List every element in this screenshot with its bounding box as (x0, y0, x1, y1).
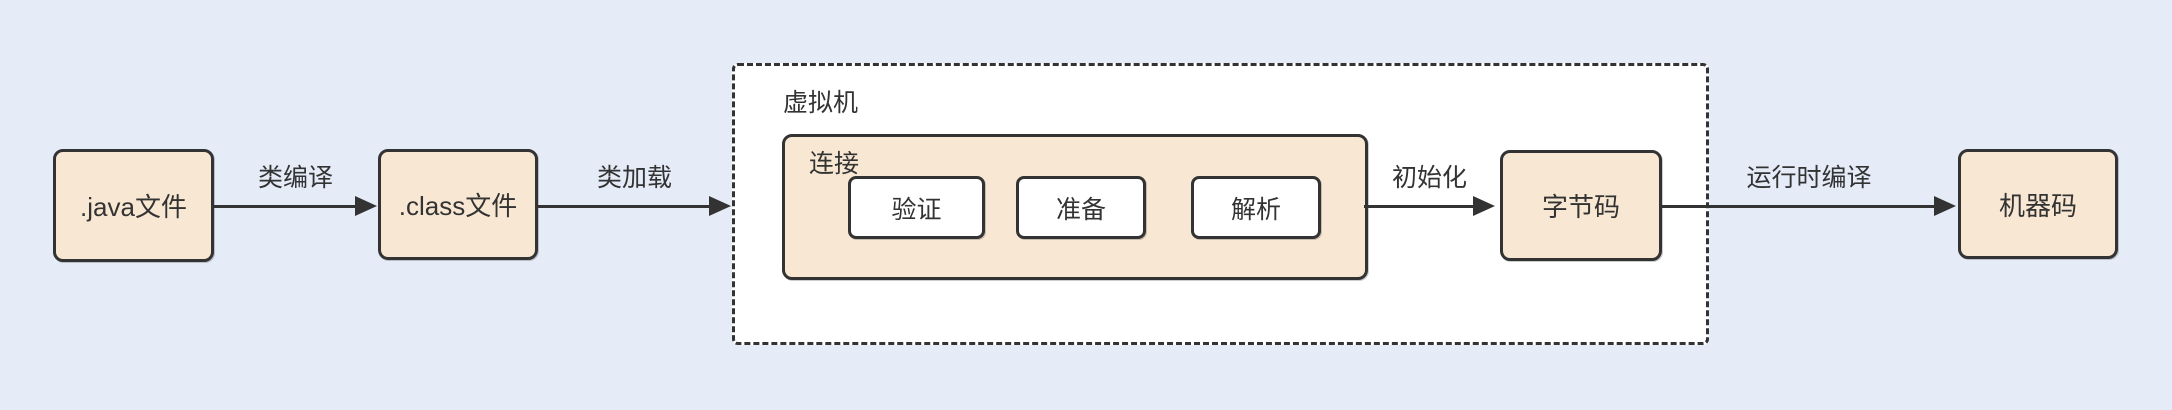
step-resolve-label: 解析 (1230, 195, 1281, 224)
arrow-line (1364, 204, 1477, 208)
arrowhead-icon (355, 196, 377, 216)
arrow-class-compile-label: 类编译 (257, 164, 334, 192)
arrowhead-icon (1934, 196, 1956, 216)
arrow-class-load-label: 类加载 (596, 164, 673, 192)
step-verify: 验证 (848, 176, 985, 239)
step-verify-label: 验证 (891, 195, 942, 224)
node-bytecode: 字节码 (1500, 150, 1662, 261)
node-java-file: .java文件 (53, 149, 214, 262)
link-container: 连接 验证 准备 解析 (782, 134, 1368, 280)
step-prepare-label: 准备 (1055, 195, 1106, 224)
arrow-class-load: 类加载 (538, 164, 731, 216)
node-class-file: .class文件 (378, 149, 538, 260)
arrowhead-icon (1473, 196, 1495, 216)
arrow-initialize-label: 初始化 (1391, 164, 1468, 192)
arrow-line (1662, 204, 1938, 208)
node-machine-code: 机器码 (1958, 149, 2118, 259)
arrow-initialize: 初始化 (1364, 164, 1495, 216)
node-bytecode-label: 字节码 (1541, 192, 1620, 222)
node-machine-code-label: 机器码 (1998, 190, 2077, 221)
link-label: 连接 (809, 150, 860, 178)
arrow-runtime-compile: 运行时编译 (1662, 164, 1956, 216)
step-resolve: 解析 (1191, 176, 1321, 239)
node-class-file-label: .class文件 (398, 191, 518, 221)
arrow-line (538, 204, 713, 208)
arrowhead-icon (709, 196, 731, 216)
arrow-line (214, 204, 359, 208)
arrow-runtime-compile-label: 运行时编译 (1746, 164, 1872, 192)
node-java-file-label: .java文件 (80, 192, 187, 222)
vm-label: 虚拟机 (783, 89, 859, 117)
step-prepare: 准备 (1016, 176, 1146, 239)
arrow-class-compile: 类编译 (214, 164, 377, 216)
